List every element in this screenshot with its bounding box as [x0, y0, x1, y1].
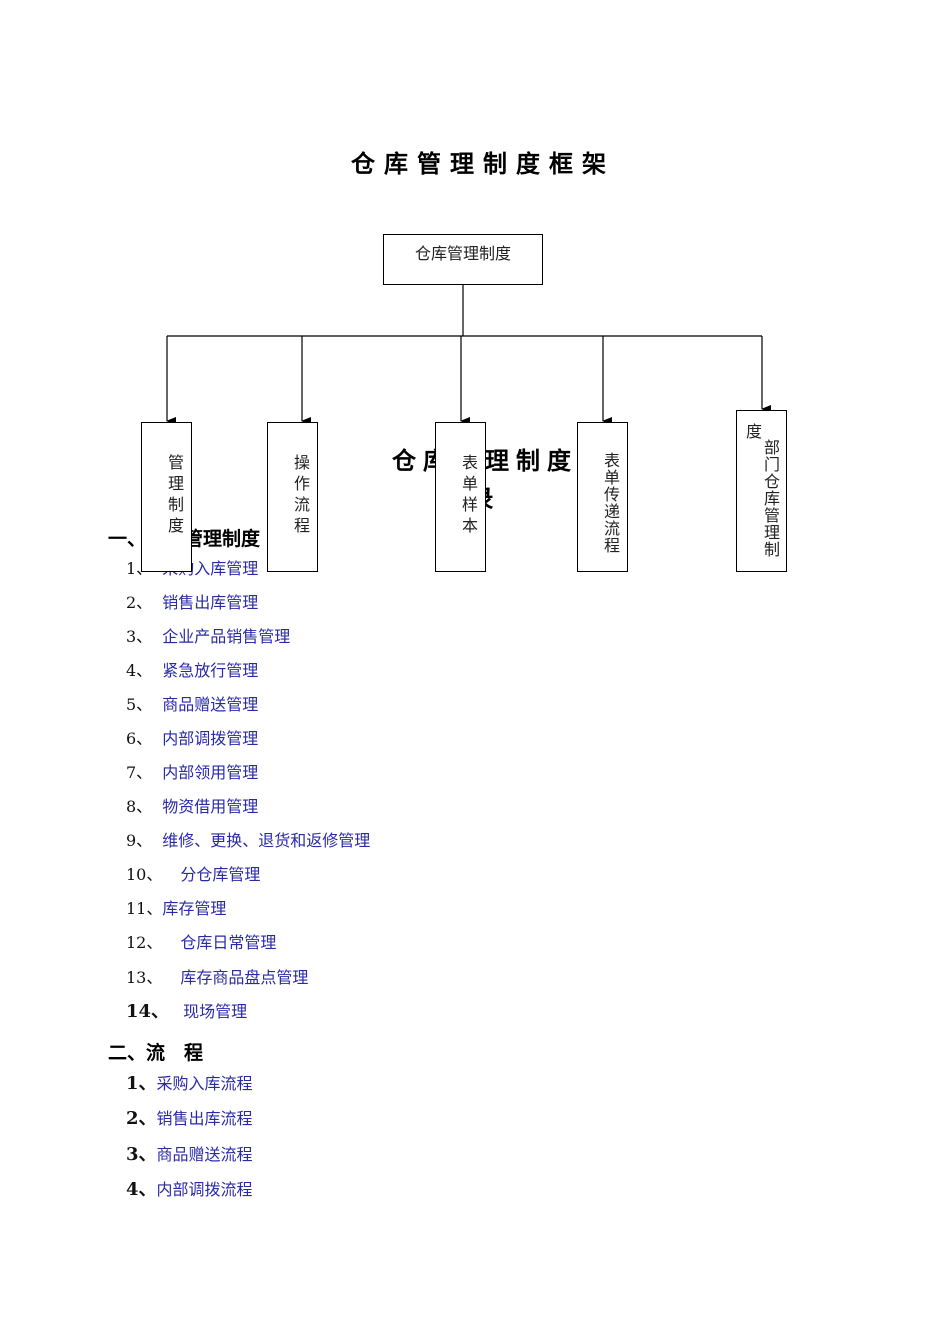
item-number: 12、	[126, 933, 163, 952]
item-number: 1、	[126, 1073, 157, 1094]
item-link[interactable]: 企业产品销售管理	[162, 627, 291, 646]
item-link[interactable]: 内部调拨管理	[162, 729, 259, 748]
list-item[interactable]: 7、内部领用管理	[126, 763, 258, 783]
list-item[interactable]: 3、商品赠送流程	[126, 1145, 253, 1165]
item-link[interactable]: 仓库日常管理	[180, 933, 277, 952]
diagram-node-form-transfer-process: 表单传递流程	[577, 422, 628, 572]
list-item[interactable]: 10、分仓库管理	[126, 865, 260, 885]
item-number: 7、	[126, 763, 153, 782]
item-number: 2、	[126, 593, 153, 612]
list-item[interactable]: 8、物资借用管理	[126, 797, 258, 817]
item-link[interactable]: 内部调拨流程	[156, 1180, 253, 1199]
list-item[interactable]: 2、销售出库流程	[126, 1109, 253, 1129]
diagram-node-management-rules: 管理制度	[141, 422, 192, 572]
node-label: 表单传递流程	[604, 451, 621, 555]
node-label: 管理制度	[168, 453, 185, 535]
node-label: 操作流程	[294, 453, 311, 535]
list-item[interactable]: 4、内部调拨流程	[126, 1180, 253, 1200]
item-number: 6、	[126, 729, 153, 748]
root-node-label: 仓库管理制度	[414, 244, 511, 263]
item-number: 4、	[126, 1179, 157, 1200]
item-number: 4、	[126, 661, 153, 680]
node-label: 表单样本	[462, 453, 479, 535]
item-number: 5、	[126, 695, 153, 714]
node-label-top: 度	[746, 422, 763, 441]
item-link[interactable]: 销售出库管理	[162, 593, 259, 612]
item-link[interactable]: 维修、更换、退货和返修管理	[162, 831, 371, 850]
list-item[interactable]: 2、销售出库管理	[126, 593, 258, 613]
item-link[interactable]: 现场管理	[183, 1002, 248, 1021]
list-item[interactable]: 5、商品赠送管理	[126, 695, 258, 715]
page-title: 仓库管理制度框架	[351, 150, 615, 178]
item-number: 14、	[126, 1001, 170, 1022]
list-item[interactable]: 4、紧急放行管理	[126, 661, 258, 681]
diagram-root-node: 仓库管理制度	[383, 234, 543, 285]
item-number: 10、	[126, 865, 163, 884]
item-link[interactable]: 商品赠送管理	[162, 695, 259, 714]
list-item[interactable]: 12、仓库日常管理	[126, 933, 276, 953]
node-label: 部门仓库管理制	[764, 438, 781, 559]
diagram-node-form-samples: 表单样本	[435, 422, 486, 572]
item-link[interactable]: 库存商品盘点管理	[180, 968, 309, 987]
item-link[interactable]: 库存管理	[162, 899, 227, 918]
list-item[interactable]: 3、企业产品销售管理	[126, 627, 290, 647]
list-item[interactable]: 13、库存商品盘点管理	[126, 968, 308, 988]
item-link[interactable]: 物资借用管理	[162, 797, 259, 816]
item-number: 3、	[126, 627, 153, 646]
item-number: 13、	[126, 968, 163, 987]
list-item[interactable]: 6、内部调拨管理	[126, 729, 258, 749]
item-link[interactable]: 采购入库流程	[156, 1074, 253, 1093]
item-link[interactable]: 商品赠送流程	[156, 1145, 253, 1164]
list-item[interactable]: 1、采购入库流程	[126, 1074, 253, 1094]
list-item[interactable]: 14、现场管理	[126, 1002, 247, 1022]
item-link[interactable]: 内部领用管理	[162, 763, 259, 782]
item-number: 2、	[126, 1108, 157, 1129]
item-link[interactable]: 分仓库管理	[180, 865, 261, 884]
diagram-node-operation-process: 操作流程	[267, 422, 318, 572]
item-link[interactable]: 销售出库流程	[156, 1109, 253, 1128]
item-number: 3、	[126, 1144, 157, 1165]
item-number: 11、	[126, 899, 163, 918]
item-number: 8、	[126, 797, 153, 816]
list-item[interactable]: 11、库存管理	[126, 899, 226, 919]
item-number: 9、	[126, 831, 153, 850]
list-item[interactable]: 9、维修、更换、退货和返修管理	[126, 831, 370, 851]
item-link[interactable]: 紧急放行管理	[162, 661, 259, 680]
diagram-node-dept-warehouse-rules: 度 部门仓库管理制	[736, 410, 787, 572]
section-heading-processes: 二、流 程	[108, 1042, 204, 1064]
